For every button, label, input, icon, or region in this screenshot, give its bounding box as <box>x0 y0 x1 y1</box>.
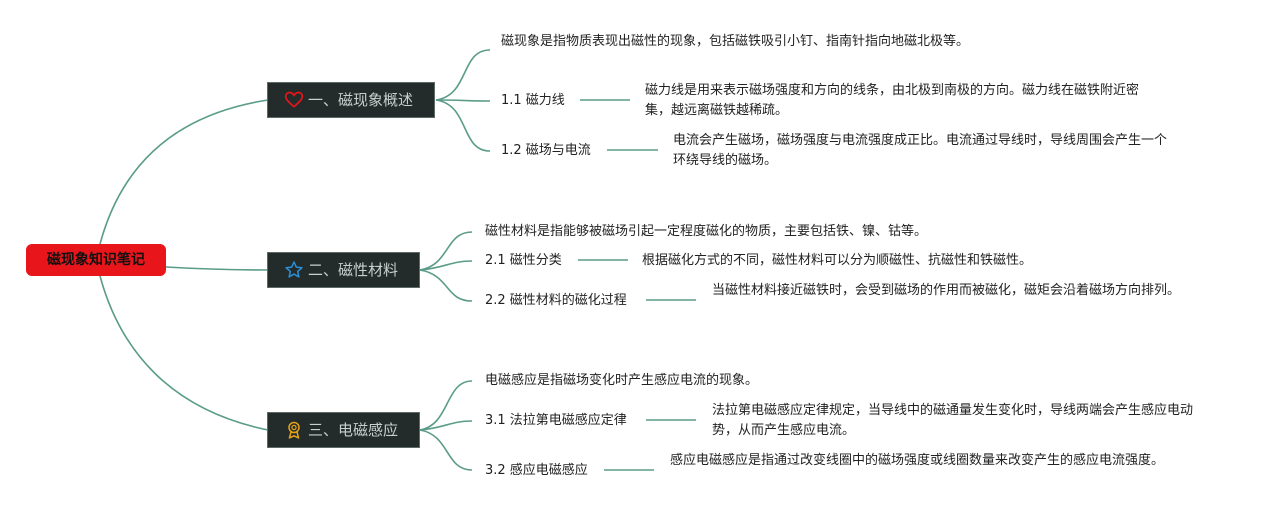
branch-2-item-1-label[interactable]: 2.1 磁性分类 <box>485 253 562 268</box>
award-icon <box>284 420 304 440</box>
link-b3-item2 <box>419 429 473 471</box>
link-b1-intro <box>435 49 491 101</box>
branch-node-3[interactable]: 三、电磁感应 <box>267 412 420 448</box>
link-b2-intro <box>419 231 473 271</box>
branch-2-item-2-label[interactable]: 2.2 磁性材料的磁化过程 <box>485 293 627 308</box>
branch-1-item-1-label[interactable]: 1.1 磁力线 <box>501 93 565 108</box>
branch-3-intro: 电磁感应是指磁场变化时产生感应电流的现象。 <box>485 373 759 388</box>
branch-2-item-2-desc: 当磁性材料接近磁铁时，会受到磁场的作用而被磁化，磁矩会沿着磁场方向排列。 <box>712 283 1181 298</box>
branch-3-item-1-desc: 法拉第电磁感应定律规定，当导线中的磁通量发生变化时，导线两端会产生感应电动势，从… <box>712 403 1194 438</box>
branch-1-item-2-label[interactable]: 1.2 磁场与电流 <box>501 143 591 158</box>
link-b1-item2 <box>435 99 491 152</box>
branch-label: 三、电磁感应 <box>308 421 399 439</box>
branch-3-item-2-desc: 感应电磁感应是指通过改变线圈中的磁场强度或线圈数量来改变产生的感应电流强度。 <box>670 453 1165 468</box>
branch-2-item-1-desc: 根据磁化方式的不同，磁性材料可以分为顺磁性、抗磁性和铁磁性。 <box>642 253 1033 268</box>
link-b3-item1 <box>419 420 473 431</box>
link-root-branch-3 <box>99 275 269 431</box>
branch-3-item-2-label[interactable]: 3.2 感应电磁感应 <box>485 463 588 478</box>
heart-icon <box>284 90 304 110</box>
branch-node-2[interactable]: 二、磁性材料 <box>267 252 420 288</box>
root-node[interactable]: 磁现象知识笔记 <box>26 244 166 276</box>
link-b2-item2 <box>419 269 473 302</box>
branch-label: 二、磁性材料 <box>308 261 399 279</box>
link-b1-item1 <box>435 99 491 102</box>
branch-1-intro: 磁现象是指物质表现出磁性的现象，包括磁铁吸引小钉、指南针指向地磁北极等。 <box>501 34 970 49</box>
link-root-branch-1 <box>99 99 269 245</box>
branch-label: 一、磁现象概述 <box>308 91 414 109</box>
link-b2-item1 <box>419 260 473 271</box>
branch-1-item-2-desc: 电流会产生磁场，磁场强度与电流强度成正比。电流通过导线时，导线周围会产生一个环绕… <box>673 133 1168 168</box>
branch-3-item-1-label[interactable]: 3.1 法拉第电磁感应定律 <box>485 413 627 428</box>
branch-2-intro: 磁性材料是指能够被磁场引起一定程度磁化的物质，主要包括铁、镍、钴等。 <box>485 224 928 239</box>
star-icon <box>284 260 304 280</box>
branch-1-item-1-desc: 磁力线是用来表示磁场强度和方向的线条，由北极到南极的方向。磁力线在磁铁附近密集，… <box>645 83 1140 118</box>
link-b3-intro <box>419 380 473 431</box>
branch-node-1[interactable]: 一、磁现象概述 <box>267 82 435 118</box>
link-root-branch-2 <box>165 266 269 271</box>
